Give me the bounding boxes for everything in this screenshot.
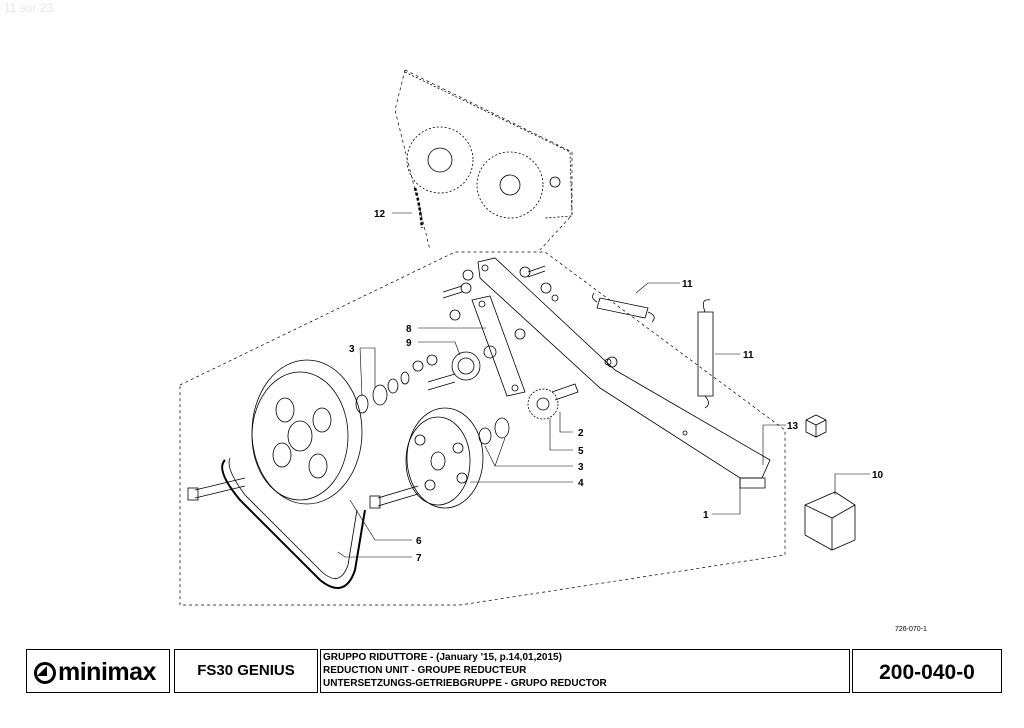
description-cell: GRUPPO RIDUTTORE - (January '15, p.14,01…: [320, 649, 850, 693]
sprocket-bracket: [404, 71, 573, 219]
bearing-part: [451, 345, 497, 381]
logo-cell: minimax: [26, 649, 170, 693]
link-plate-part: [471, 295, 526, 397]
long-bolts: [187, 477, 419, 509]
callout-5: 5: [578, 446, 584, 457]
brand-name: minimax: [58, 658, 156, 686]
washer-set-lower: [478, 417, 510, 445]
leader-lines: [337, 212, 870, 558]
small-pulley-part: [405, 407, 484, 509]
callout-11-vertical: 11: [743, 350, 754, 361]
model-cell: FS30 GENIUS: [174, 649, 318, 693]
cube-part: [805, 414, 827, 438]
callout-3-lower: 3: [578, 462, 584, 473]
spring-horizontal-part: [592, 292, 655, 323]
description-line: GRUPPO RIDUTTORE - (January '15, p.14,01…: [323, 652, 562, 663]
callout-12: 12: [374, 209, 386, 220]
description-line: REDUCTION UNIT - GROUPE REDUCTEUR: [323, 665, 527, 676]
small-sprocket-part: [527, 383, 579, 420]
callout-6: 6: [416, 536, 422, 547]
part-code-cell: 200-040-0: [852, 649, 1002, 693]
brand-mark-icon: [34, 661, 56, 684]
callout-8: 8: [406, 324, 412, 335]
callout-labels: 12 11 11 8 9 3 2 5 3 4 6 7 1 13 10: [349, 209, 884, 564]
v-belt-part: [221, 457, 366, 589]
description-line: UNTERSETZUNGS-GETRIEBGRUPPE - GRUPO REDU…: [323, 678, 607, 689]
callout-13: 13: [787, 421, 799, 432]
spring-vertical-part: [697, 299, 714, 409]
tension-arm-part: [477, 257, 771, 489]
assembly-outline: [179, 69, 786, 606]
callout-4: 4: [578, 478, 584, 489]
model-name: FS30 GENIUS: [197, 662, 295, 679]
callout-2: 2: [578, 428, 584, 439]
washer-set-upper: [355, 371, 410, 414]
callout-11-horizontal: 11: [682, 279, 693, 290]
brand-logo: minimax: [33, 658, 156, 687]
callout-3-upper: 3: [349, 344, 355, 355]
callout-1: 1: [703, 510, 709, 521]
chain-part: [413, 187, 424, 229]
exploded-view-drawing: 12 11 11 8 9 3 2 5 3 4 6 7 1 13 10: [179, 69, 884, 606]
callout-7: 7: [416, 553, 422, 564]
large-pulley-part: [251, 359, 363, 505]
drawing-number: 726-070-1: [895, 626, 927, 633]
bolts: [412, 265, 618, 391]
callout-10: 10: [872, 470, 884, 481]
guide-block-part: [804, 491, 856, 551]
part-code: 200-040-0: [879, 661, 975, 684]
page-indicator: 11 sur 23: [4, 1, 54, 15]
callout-9: 9: [406, 338, 412, 349]
